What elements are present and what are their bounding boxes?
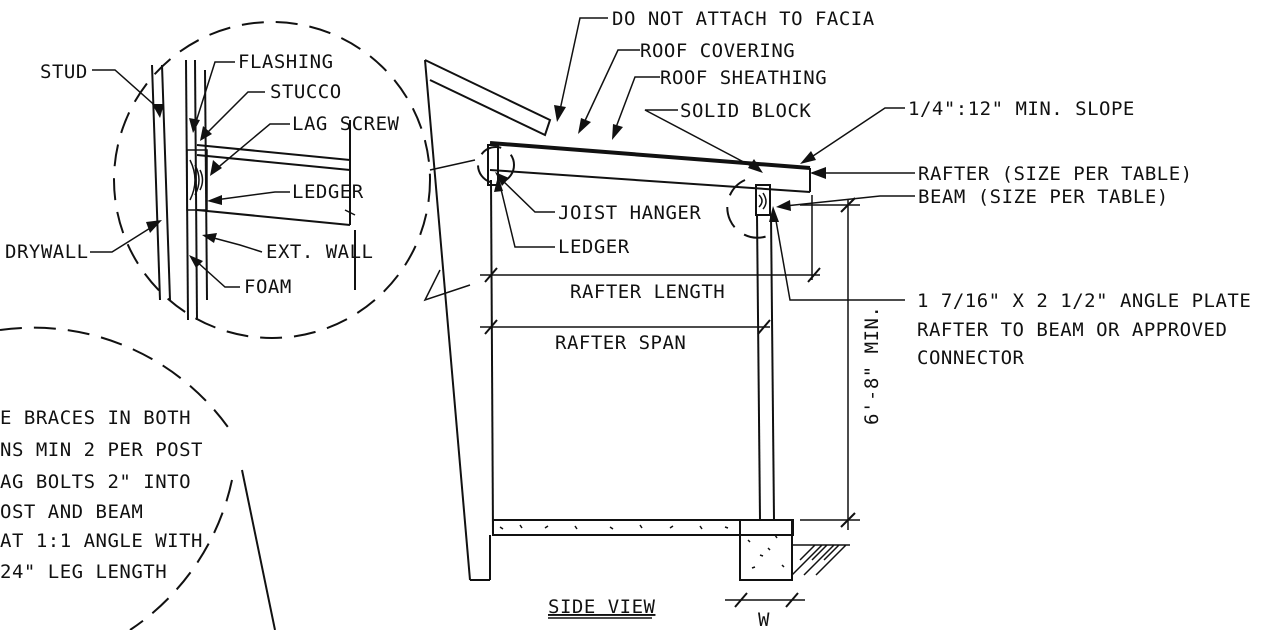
lag-screw-label: LAG SCREW	[292, 113, 400, 135]
footing	[739, 519, 793, 581]
roof-sheathing-label: ROOF SHEATHING	[660, 67, 827, 89]
flashing-label: FLASHING	[238, 51, 334, 73]
joist-hanger-label: JOIST HANGER	[558, 202, 701, 224]
stud-label: STUD	[40, 61, 88, 83]
rafter-span-label: RAFTER SPAN	[555, 332, 686, 354]
solid-block-label: SOLID BLOCK	[680, 100, 811, 122]
post-right-edge	[770, 214, 775, 521]
brace-circle-top	[0, 326, 231, 431]
brace-note-line-2: NS MIN 2 PER POST	[0, 439, 203, 461]
roof-covering-label: ROOF COVERING	[640, 40, 795, 62]
side-view-title: SIDE VIEW	[548, 596, 656, 618]
beam-size-label: BEAM (SIZE PER TABLE)	[918, 186, 1169, 208]
post-left-edge	[756, 214, 761, 521]
angle-plate-label-line-1: 1 7/16" X 2 1/2" ANGLE PLATE	[917, 290, 1251, 312]
brace-note-line-1: E BRACES IN BOTH	[0, 407, 191, 429]
break-line	[423, 269, 471, 302]
stucco-label: STUCCO	[270, 81, 342, 103]
ext-wall-label: EXT. WALL	[266, 241, 373, 263]
ledger	[487, 144, 499, 186]
rafter-bottom	[489, 169, 811, 193]
wall-detail-callout: STUD FLASHING STUCCO LAG SCREW LEDGER DR…	[5, 21, 431, 339]
brace-note-line-6: 24" LEG LENGTH	[0, 561, 167, 583]
knee-brace-callout: E BRACES IN BOTH NS MIN 2 PER POST AG BO…	[0, 326, 276, 630]
detail-circle	[113, 21, 431, 339]
footing-width-label: W	[758, 609, 770, 630]
brace-note-line-5: AT 1:1 ANGLE WITH	[0, 530, 203, 552]
house-wall	[424, 59, 471, 581]
rafter-length-label: RAFTER LENGTH	[570, 281, 725, 303]
brace-circle-bottom	[129, 479, 233, 630]
roof-sheathing-line	[489, 141, 811, 170]
grade-hatch	[791, 544, 850, 576]
drywall-line	[151, 64, 161, 301]
min-slope-label: 1/4":12" MIN. SLOPE	[908, 98, 1135, 120]
brace-note-line-4: OST AND BEAM	[0, 501, 143, 523]
detail-rafter	[196, 144, 351, 161]
ledger-label: LEDGER	[558, 236, 630, 258]
wall-post	[490, 179, 494, 536]
facia	[424, 59, 552, 137]
do-not-attach-label: DO NOT ATTACH TO FACIA	[612, 8, 875, 30]
ledger-detail-marker	[477, 146, 515, 184]
side-view-structure	[423, 17, 915, 608]
min-height-label: 6'-8" MIN.	[861, 306, 883, 425]
angle-plate-label-line-2: RAFTER TO BEAM OR APPROVED	[917, 319, 1227, 341]
side-view-labels: DO NOT ATTACH TO FACIA ROOF COVERING ROO…	[548, 8, 1251, 630]
brace-note-line-3: AG BOLTS 2" INTO	[0, 471, 191, 493]
rafter-size-label: RAFTER (SIZE PER TABLE)	[918, 163, 1193, 185]
slab	[492, 519, 794, 536]
brace-leader	[241, 469, 276, 630]
detail-ledger-label: LEDGER	[292, 181, 364, 203]
foam-label: FOAM	[244, 276, 292, 298]
beam	[755, 184, 771, 216]
drywall-label: DRYWALL	[5, 241, 89, 263]
angle-plate-label-line-3: CONNECTOR	[917, 347, 1025, 369]
